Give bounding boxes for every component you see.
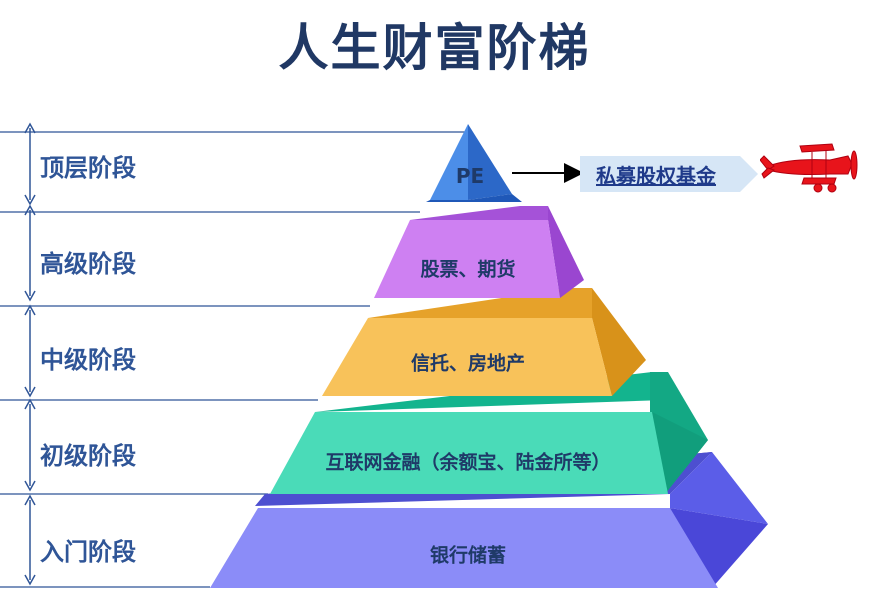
stage-label-junior: 初级阶段: [40, 442, 136, 470]
page-title: 人生财富阶梯: [278, 19, 591, 77]
callout-label[interactable]: 私募股权基金: [596, 164, 716, 188]
tier-label-pe: PE: [455, 164, 485, 188]
callout-private-equity[interactable]: 私募股权基金: [580, 156, 758, 192]
tier-pe: [426, 124, 522, 202]
stage-label-senior: 高级阶段: [40, 250, 136, 278]
airplane-icon: [760, 143, 858, 193]
tier-label-stocks: 股票、期货: [420, 258, 516, 281]
tier-label-trust: 信托、房地产: [410, 352, 526, 375]
tier-trust-realestate: [322, 288, 646, 396]
stage-label-entry: 入门阶段: [40, 538, 136, 566]
stage-label-middle: 中级阶段: [40, 346, 136, 374]
tier-label-internet: 互联网金融（余额宝、陆金所等）: [325, 451, 611, 474]
tier-label-bank: 银行储蓄: [429, 544, 507, 567]
tier-stocks-futures: [374, 206, 584, 298]
stage-label-top: 顶层阶段: [40, 154, 136, 182]
axis-arrows: [24, 122, 36, 586]
